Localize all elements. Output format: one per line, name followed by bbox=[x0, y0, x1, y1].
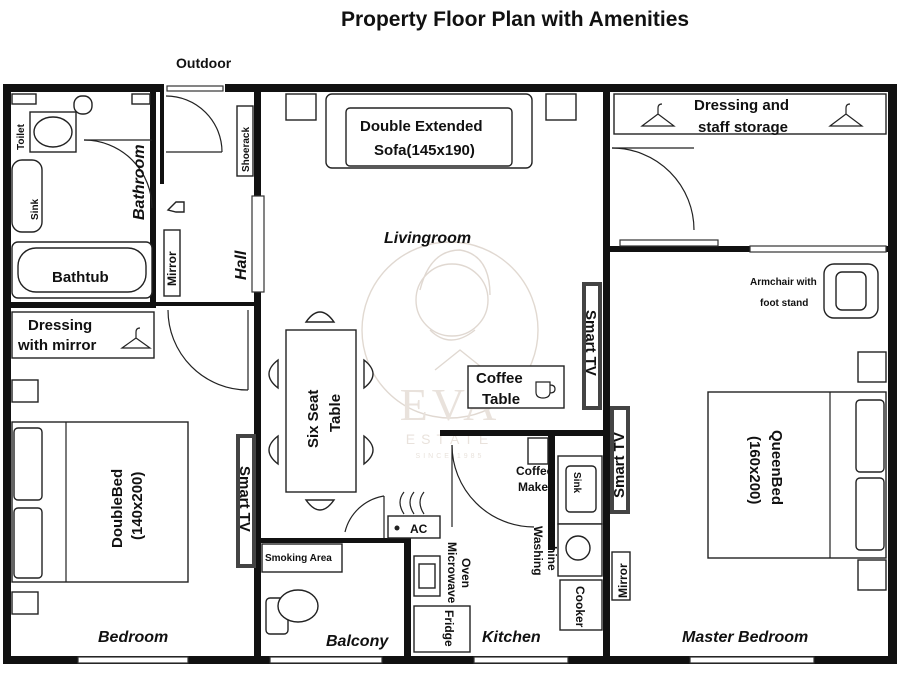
hanger-icon bbox=[120, 327, 152, 349]
six-seat-label-1: Six Seat bbox=[305, 390, 322, 448]
doublebed-label-1: DoubleBed bbox=[109, 469, 126, 548]
sofa-label-1: Double Extended bbox=[360, 118, 483, 135]
ac-label: AC bbox=[410, 522, 428, 536]
toilet-label: Toilet bbox=[16, 123, 27, 150]
queenbed-label-1: QueenBed bbox=[768, 430, 785, 505]
living-tv bbox=[582, 282, 602, 410]
coffee-maker bbox=[527, 437, 549, 465]
kitchen-sink-label: Sink bbox=[571, 472, 582, 494]
master-mirror bbox=[611, 551, 631, 601]
hall-label: Hall bbox=[233, 250, 250, 280]
dressing-mirror-unit bbox=[11, 311, 155, 359]
coffee-maker-label-2: Maker bbox=[518, 480, 553, 494]
washing-label-2: machine bbox=[545, 522, 559, 571]
dressing-staff-label-2: staff storage bbox=[698, 119, 788, 136]
livingroom-label: Livingroom bbox=[384, 230, 471, 247]
dining-table bbox=[268, 311, 374, 511]
nightstand bbox=[857, 351, 887, 383]
nightstand bbox=[857, 559, 887, 591]
bedroom-label: Bedroom bbox=[98, 629, 168, 646]
coffee-table-label-1: Coffee bbox=[476, 370, 523, 387]
shoerack-label: Shoerack bbox=[241, 127, 252, 172]
hanger-icon bbox=[828, 103, 864, 127]
bathroom-fixtures bbox=[11, 93, 153, 299]
walls bbox=[3, 84, 897, 664]
armchair bbox=[823, 263, 879, 319]
microwave-label-1: Microwave bbox=[445, 542, 459, 604]
bedroom-tv bbox=[236, 434, 256, 568]
wardrobe bbox=[613, 93, 887, 135]
doors bbox=[83, 95, 695, 538]
fridge bbox=[413, 605, 471, 653]
master-tv-label: Smart TV bbox=[611, 432, 628, 498]
side-table bbox=[545, 93, 577, 121]
ac-unit bbox=[387, 491, 441, 539]
smoking-area-label: Smoking Area bbox=[265, 553, 332, 564]
bedroom-tv-label: Smart TV bbox=[236, 466, 253, 532]
sofa-label-2: Sofa(145x190) bbox=[374, 142, 475, 159]
bathtub-label: Bathtub bbox=[52, 269, 109, 286]
watermark-logo: EVA ESTATE SINCE 1985 bbox=[361, 241, 539, 460]
cooker bbox=[559, 579, 603, 631]
master-tv bbox=[610, 406, 630, 514]
coffee-table bbox=[467, 365, 565, 409]
windows bbox=[77, 85, 887, 664]
six-seat-label-2: Table bbox=[327, 394, 344, 432]
nightstand bbox=[11, 379, 39, 403]
shoerack bbox=[236, 105, 254, 177]
dressing-mirror-label-1: Dressing bbox=[28, 317, 92, 334]
cooker-label: Cooker bbox=[573, 586, 587, 628]
living-tv-label: Smart TV bbox=[582, 310, 599, 376]
dressing-staff-label-1: Dressing and bbox=[694, 97, 789, 114]
balcony-chair bbox=[265, 589, 319, 635]
outdoor-label: Outdoor bbox=[176, 55, 232, 71]
washing-label-1: Washing bbox=[531, 526, 545, 576]
bathroom-label: Bathroom bbox=[131, 144, 148, 220]
hall-mirror-label: Mirror bbox=[165, 251, 179, 286]
balcony-label: Balcony bbox=[326, 633, 389, 650]
fridge-label: Fridge bbox=[442, 610, 456, 647]
watermark-since: SINCE 1985 bbox=[416, 453, 485, 460]
hairdryer-icon bbox=[166, 201, 185, 213]
bath-sink-label: Sink bbox=[30, 198, 41, 220]
coffee-maker-label-1: Coffee bbox=[516, 464, 554, 478]
hall-mirror bbox=[163, 229, 181, 297]
page-title: Property Floor Plan with Amenities bbox=[340, 8, 690, 31]
doublebed-label-2: (140x200) bbox=[129, 472, 146, 540]
microwave-label-2: Oven bbox=[459, 558, 473, 588]
dressing-mirror-label-2: with mirror bbox=[17, 337, 97, 354]
armchair-label-1: Armchair with bbox=[750, 277, 817, 288]
master-bedroom-label: Master Bedroom bbox=[682, 629, 808, 646]
armchair-label-2: foot stand bbox=[760, 298, 808, 309]
nightstand bbox=[11, 591, 39, 615]
smoking-area bbox=[261, 543, 343, 573]
coffee-table-label-2: Table bbox=[482, 391, 520, 408]
master-mirror-label: Mirror bbox=[616, 563, 630, 598]
hanger-icon bbox=[640, 103, 676, 127]
coffee-cup-icon bbox=[535, 381, 556, 399]
side-table bbox=[285, 93, 317, 121]
queenbed-label-2: (160x200) bbox=[746, 436, 763, 504]
kitchen-label: Kitchen bbox=[482, 629, 541, 646]
